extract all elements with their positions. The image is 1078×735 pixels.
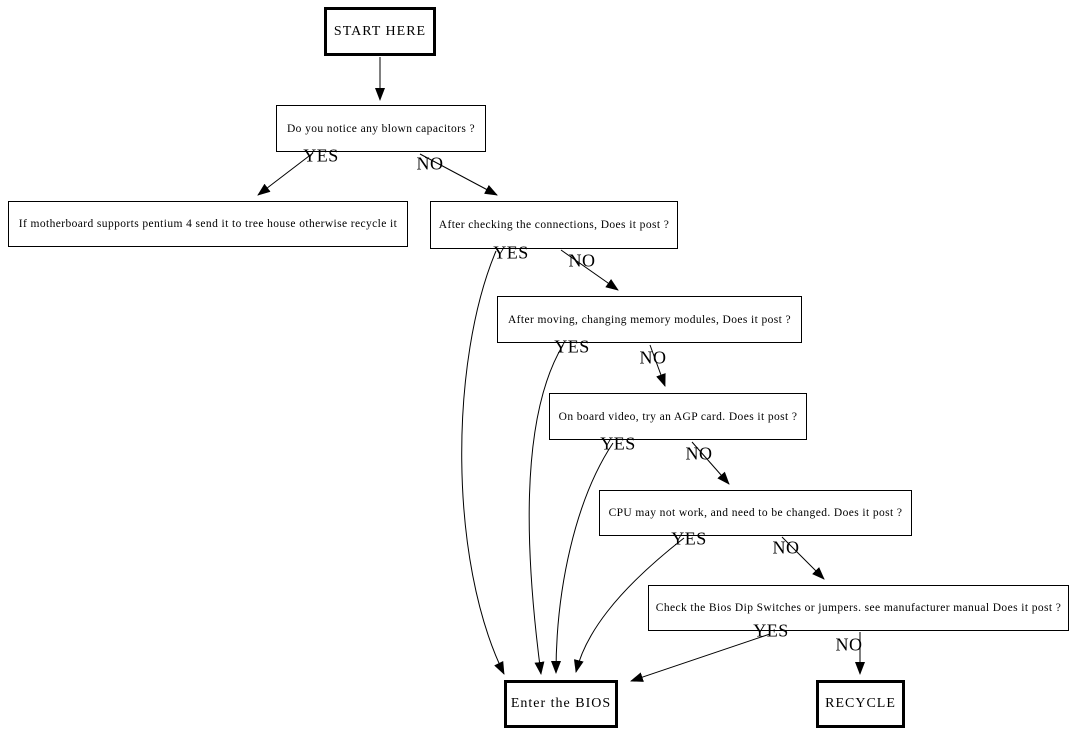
node-pentium-tree-house: If motherboard supports pentium 4 send i… xyxy=(8,201,408,247)
node-cpu-change: CPU may not work, and need to be changed… xyxy=(599,490,912,536)
label-video-yes: YES xyxy=(600,433,636,454)
node-start: START HERE xyxy=(324,7,436,56)
label-cpu-yes: YES xyxy=(671,528,707,549)
label-capacitors-no: NO xyxy=(416,153,444,174)
node-agp-card: On board video, try an AGP card. Does it… xyxy=(549,393,807,440)
node-memory-modules: After moving, changing memory modules, D… xyxy=(497,296,802,343)
edge-video-yes-to-bios xyxy=(551,442,614,674)
label-capacitors-yes: YES xyxy=(303,145,339,166)
edge-capacitors-no-to-connections xyxy=(419,153,498,196)
label-connections-no: NO xyxy=(568,250,596,271)
label-dip-no: NO xyxy=(835,634,863,655)
edge-memory-yes-to-bios xyxy=(528,344,564,675)
node-recycle: RECYCLE xyxy=(816,680,905,728)
edge-dip-yes-to-bios xyxy=(630,633,771,682)
edge-video-no-to-cpu xyxy=(691,441,730,485)
label-memory-no: NO xyxy=(639,347,667,368)
edge-memory-no-to-video xyxy=(649,344,666,387)
label-connections-yes: YES xyxy=(493,242,529,263)
label-video-no: NO xyxy=(685,443,713,464)
node-dip-switches: Check the Bios Dip Switches or jumpers. … xyxy=(648,585,1069,631)
label-dip-yes: YES xyxy=(753,620,789,641)
edge-connections-no-to-memory xyxy=(560,249,619,291)
edge-connections-yes-to-bios xyxy=(461,250,505,675)
edge-capacitors-yes-to-pentium xyxy=(257,152,314,196)
label-memory-yes: YES xyxy=(554,336,590,357)
label-cpu-no: NO xyxy=(772,537,800,558)
node-enter-bios: Enter the BIOS xyxy=(504,680,618,728)
edge-cpu-no-to-dip xyxy=(781,536,825,580)
edge-cpu-yes-to-bios xyxy=(573,537,685,673)
node-blown-capacitors: Do you notice any blown capacitors ? xyxy=(276,105,486,152)
node-check-connections: After checking the connections, Does it … xyxy=(430,201,678,249)
